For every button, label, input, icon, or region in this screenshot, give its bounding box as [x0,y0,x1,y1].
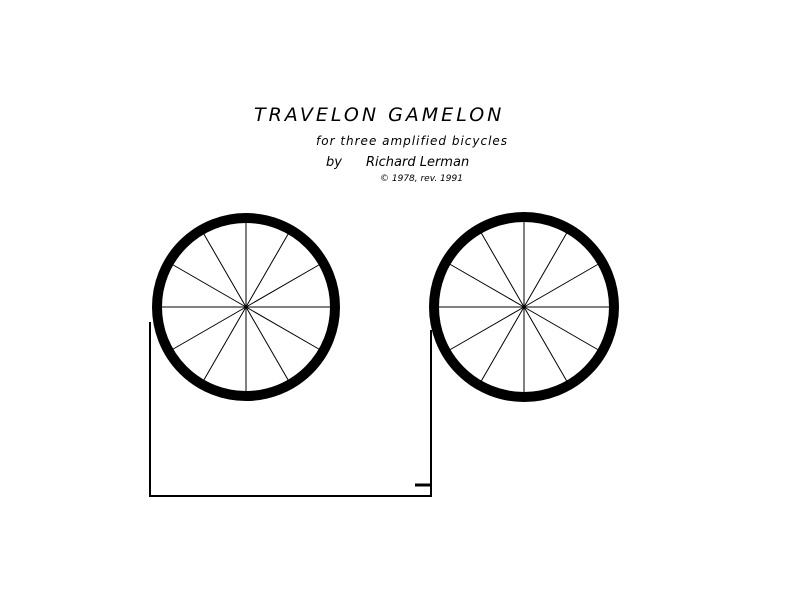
spoke [245,233,289,308]
spoke [523,232,568,308]
spoke [245,306,320,350]
left-wheel [152,213,340,401]
subtitle: for three amplified bicycles [316,134,509,148]
score-title: TRAVELON GAMELON [254,104,505,126]
spoke [449,263,525,308]
tire [152,213,340,401]
spoke [245,264,320,308]
copyright: © 1978, rev. 1991 [380,174,463,184]
spoke [203,306,247,381]
author: Richard Lerman [366,155,470,170]
right-wheel [429,212,619,402]
spoke [480,306,525,382]
spoke [523,263,599,308]
spoke [245,306,289,381]
spoke [172,306,247,350]
connecting-wire [149,322,432,497]
spoke [480,232,525,308]
spoke [523,306,568,382]
spoke [449,306,525,351]
spoke [203,233,247,308]
spoke [523,306,599,351]
by-label: by [326,155,342,170]
tire [429,212,619,402]
spoke [172,264,247,308]
